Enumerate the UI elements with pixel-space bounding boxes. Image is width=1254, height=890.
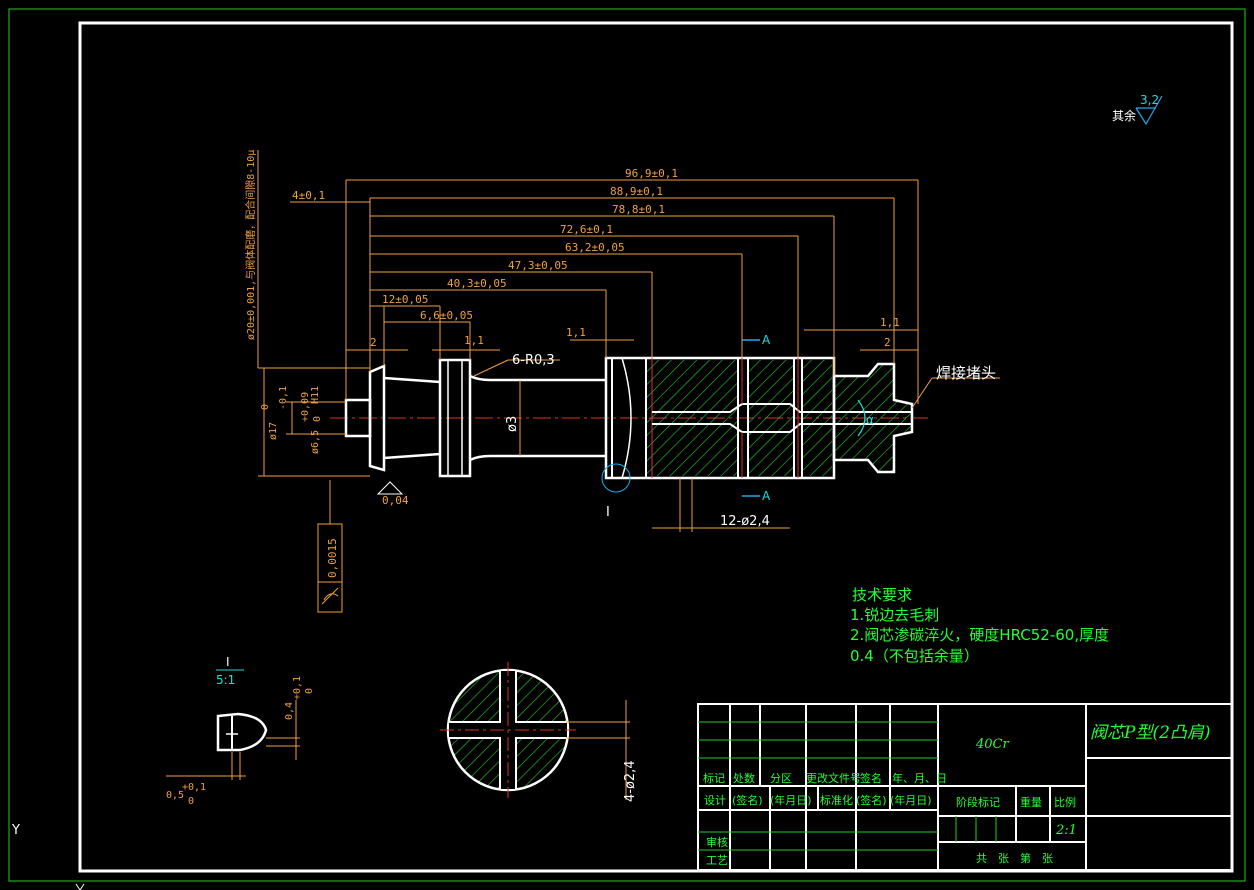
section-holes: 4-ø2,4 xyxy=(623,760,638,802)
runout-value: 0,0015 xyxy=(326,538,339,578)
tech-item-2: 2.阀芯渗碳淬火，硬度HRC52-60,厚度 xyxy=(850,626,1109,644)
dim-1-1-b: 1,1 xyxy=(566,326,586,339)
dim-d65: ø6,5 xyxy=(310,430,321,454)
dim-72: 72,6±0,1 xyxy=(560,223,613,236)
dim-1-1-c: 1,1 xyxy=(880,316,900,329)
dim-overall: 96,9±0,1 xyxy=(625,167,678,180)
dim-63: 63,2±0,05 xyxy=(565,241,625,254)
dim-88: 88,9±0,1 xyxy=(610,185,663,198)
dim-d17: ø17 xyxy=(268,422,279,440)
dim-2-right: 2 xyxy=(884,336,891,349)
tb-docno: 更改文件号 xyxy=(806,771,861,785)
datum-triangle xyxy=(376,481,404,495)
part-name: 阀芯P型(2凸肩) xyxy=(1090,723,1211,743)
dim-6-6: 6,6±0,05 xyxy=(420,309,473,322)
tb-mark: 标记 xyxy=(703,771,725,785)
surface-local-value: 0,04 xyxy=(382,494,409,507)
tb-sign2: (签名) xyxy=(732,793,763,807)
dim-78: 78,8±0,1 xyxy=(612,203,665,216)
dim-d65-tol-bot: 0 xyxy=(312,416,323,422)
tb-std: 标准化 xyxy=(820,793,853,807)
roughness-label: 其余 xyxy=(1112,108,1136,123)
tb-sign: 签名 xyxy=(860,771,882,785)
detail-dim-a: 0,4 xyxy=(284,702,295,720)
section-arrows xyxy=(742,339,760,497)
dim-12: 12±0,05 xyxy=(382,293,428,306)
tb-weight: 重量 xyxy=(1020,795,1042,809)
shaft-main-view: I α xyxy=(330,356,928,520)
dimension-lines xyxy=(257,150,1000,532)
title-block-inner-lines xyxy=(698,721,997,851)
dim-40: 40,3±0,05 xyxy=(447,277,507,290)
dim-d65-tol-top: +0,09 xyxy=(300,392,311,422)
dim-d65-fit: H11 xyxy=(310,386,321,404)
tb-process: 工艺 xyxy=(706,854,728,867)
dim-1-1-a: 1,1 xyxy=(464,334,484,347)
tech-heading: 技术要求 xyxy=(852,586,912,604)
section-label-top: A xyxy=(762,333,771,347)
detail-view: I 5:1 0,4 +0,1 0 0,5 +0,1 0 xyxy=(166,655,315,807)
outer-border xyxy=(8,8,1246,882)
dim-bore: ø3 xyxy=(505,416,520,432)
dim-2-left: 2 xyxy=(370,336,377,349)
tb-scale-label: 比例 xyxy=(1054,795,1076,809)
tb-zone: 分区 xyxy=(770,772,792,785)
ucs-icon xyxy=(75,883,85,890)
detail-dim-b-top: +0,1 xyxy=(182,782,206,793)
dim-4: 4±0,1 xyxy=(292,189,325,202)
section-view: 4-ø2,4 xyxy=(440,662,638,802)
fit-note: ø20±0,001,与阀体配磨，配合间隙8-10μ xyxy=(244,150,257,340)
dim-fillet: 6-R0,3 xyxy=(512,353,555,368)
ucs-axis-label: Y xyxy=(11,823,20,838)
title-block xyxy=(697,703,1233,871)
tb-scale-value: 2:1 xyxy=(1055,823,1077,838)
tb-date2: (年月日) xyxy=(770,793,812,807)
section-label-bottom: A xyxy=(762,489,771,503)
angle-mark: α xyxy=(866,413,874,427)
tech-requirements: 技术要求 1.锐边去毛刺 2.阀芯渗碳淬火，硬度HRC52-60,厚度 0.4（… xyxy=(850,586,1109,665)
tb-date3: (年月日) xyxy=(890,793,932,807)
tech-item-1: 1.锐边去毛刺 xyxy=(850,606,939,624)
tech-item-3: 0.4（不包括余量） xyxy=(850,647,979,665)
detail-label: I xyxy=(226,655,230,669)
tb-count: 处数 xyxy=(733,772,755,785)
detail-dim-b: 0,5 xyxy=(166,790,184,801)
weld-plug-label: 焊接堵头 xyxy=(936,364,996,382)
inner-frame xyxy=(78,21,1234,873)
dim-47: 47,3±0,05 xyxy=(508,259,568,272)
tb-review: 审核 xyxy=(706,835,728,849)
roughness-symbol: 其余 3,2 xyxy=(1112,93,1163,126)
dim-d17-tol-bot: -0,1 xyxy=(278,386,289,410)
roughness-value: 3,2 xyxy=(1140,93,1159,107)
tb-stage: 阶段标记 xyxy=(956,795,1000,809)
dim-holes: 12-ø2,4 xyxy=(720,514,770,529)
tb-date: 年、月、日 xyxy=(892,771,947,785)
tb-sign3: (签名) xyxy=(856,793,887,807)
detail-dim-a-top: +0,1 xyxy=(292,676,303,700)
detail-dim-b-bot: 0 xyxy=(188,796,194,807)
detail-dim-a-bot: 0 xyxy=(304,688,315,694)
tb-sheets: 共 张 第 张 xyxy=(976,851,1053,865)
material: 40Cr xyxy=(975,737,1009,752)
dim-d17-tol-top: 0 xyxy=(260,404,271,410)
detail-scale: 5:1 xyxy=(216,673,235,687)
tb-design: 设计 xyxy=(704,794,726,807)
runout-frame: 0,0015 xyxy=(317,523,343,613)
detail-ref-mark: I xyxy=(606,505,610,520)
